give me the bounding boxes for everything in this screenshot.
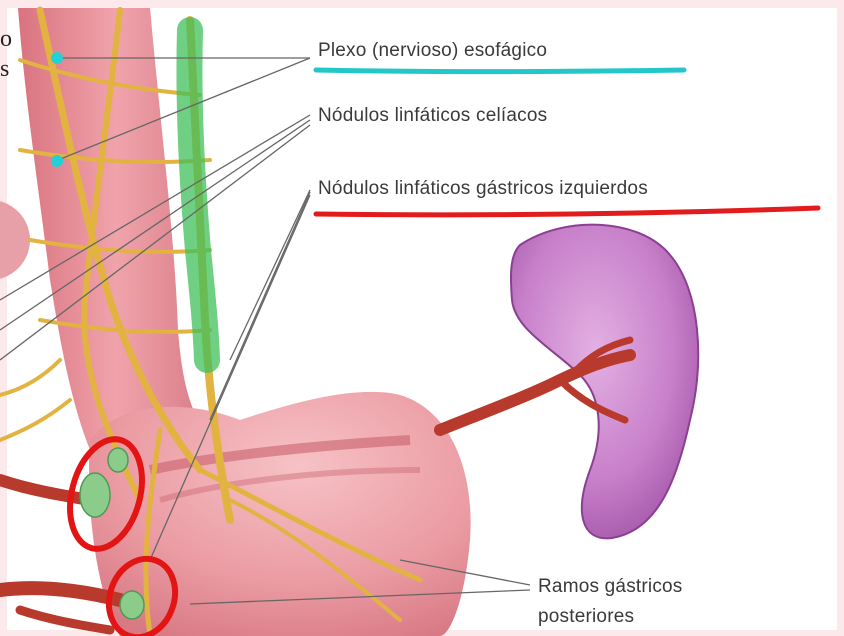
label-celiac-lymph-nodes: Nódulos linfáticos celíacos (318, 105, 547, 127)
cyan-marker-dot (51, 52, 63, 64)
left-organ-edge (0, 200, 30, 280)
spleen (511, 225, 698, 539)
label-posterior-gastric-branches-1: Ramos gástricos (538, 576, 683, 598)
cyan-marker-dot (51, 155, 63, 167)
label-left-gastric-lymph-nodes: Nódulos linfáticos gástricos izquierdos (318, 178, 648, 200)
label-esophageal-plexus: Plexo (nervioso) esofágico (318, 40, 547, 62)
red-underline (316, 208, 818, 215)
label-posterior-gastric-branches-2: posteriores (538, 606, 634, 628)
cyan-underline (316, 70, 684, 72)
